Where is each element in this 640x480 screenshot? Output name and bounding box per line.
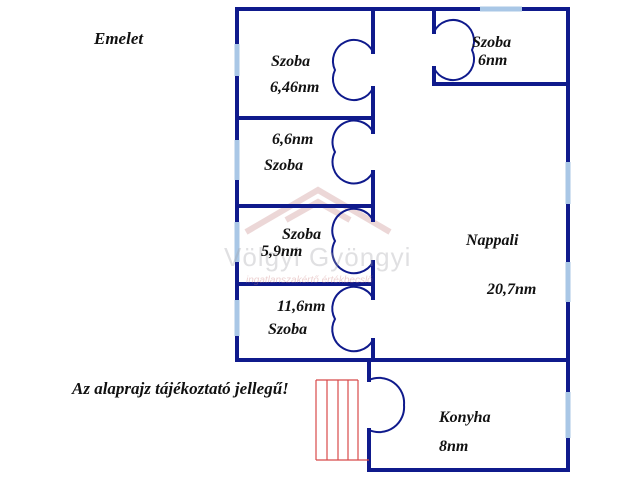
room-name-szoba-5: Szoba [268, 321, 308, 338]
room-area-nappali: 20,7nm [487, 281, 537, 298]
floor-title: Emelet [94, 29, 144, 48]
stairs [315, 379, 369, 461]
room-name-nappali: Nappali [466, 232, 519, 249]
watermark-name: Völgyi Gyöngyi [224, 242, 412, 272]
disclaimer-note: Az alaprajz tájékoztató jellegű! [72, 379, 289, 398]
door-konyha [368, 376, 406, 434]
room-area-szoba-3: 6,6nm [272, 131, 314, 148]
room-name-szoba-1: Szoba [271, 53, 311, 70]
door-szoba-2 [433, 19, 475, 81]
windows [234, 6, 571, 438]
room-name-konyha: Konyha [439, 409, 491, 426]
room-area-szoba-2: 6nm [478, 52, 508, 69]
room-name-szoba-4: Szoba [282, 226, 322, 243]
door-szoba-4 [331, 207, 374, 275]
doors [331, 19, 475, 434]
walls [235, 7, 570, 472]
room-area-szoba-5: 11,6nm [277, 298, 326, 315]
door-szoba-3 [331, 119, 374, 185]
room-area-szoba-4: 5,9nm [261, 243, 303, 260]
door-szoba-1 [332, 39, 374, 101]
room-area-konyha: 8nm [439, 438, 469, 455]
room-name-szoba-2: Szoba [472, 34, 512, 51]
room-name-szoba-3: Szoba [264, 157, 304, 174]
door-szoba-5 [331, 285, 374, 353]
room-area-szoba-1: 6,46nm [270, 79, 320, 96]
watermark-subtitle: ingatlanszakértő értékbecslő [246, 275, 373, 286]
